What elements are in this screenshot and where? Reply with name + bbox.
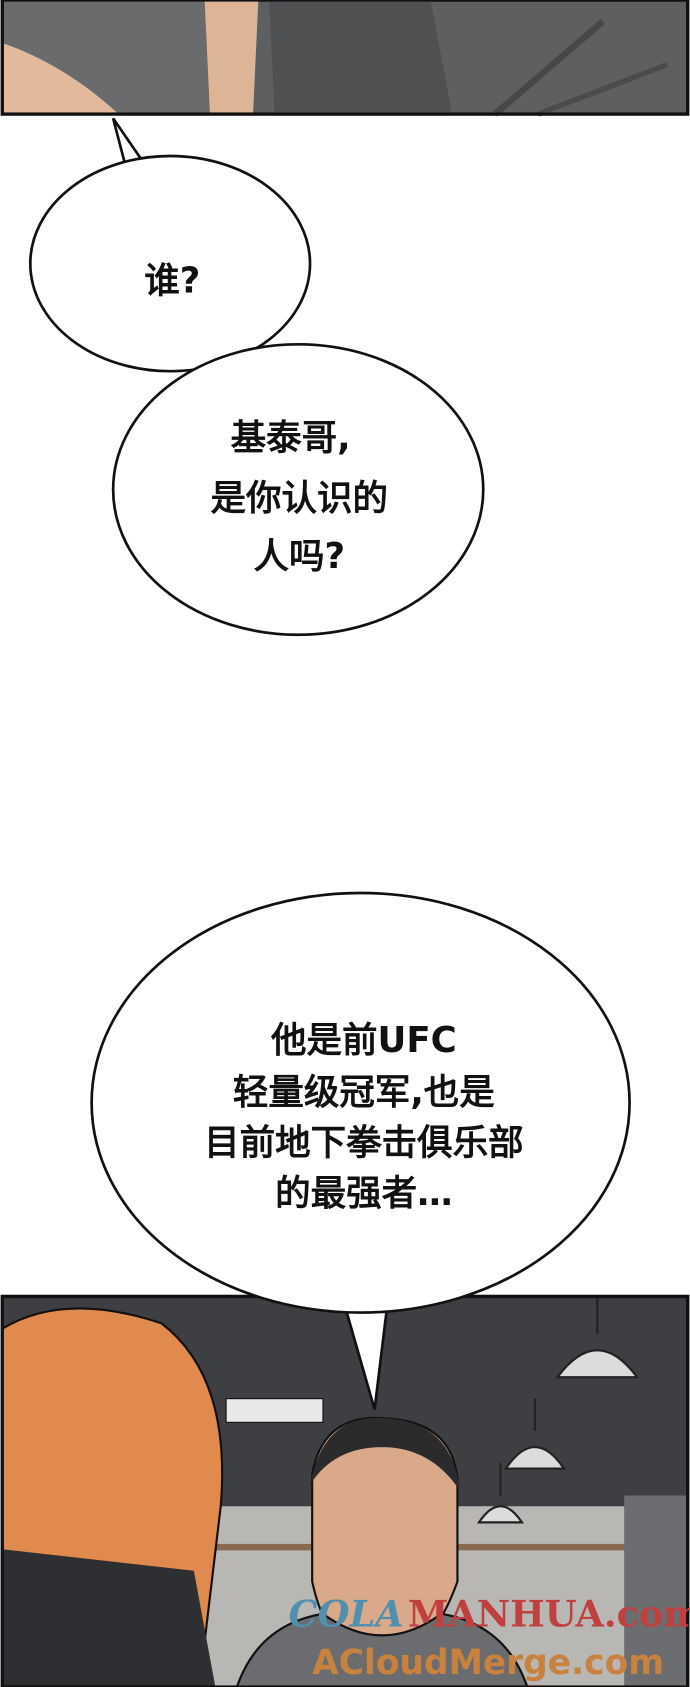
- watermark-acloudmerge: ACloudMerge.com: [312, 1643, 664, 1683]
- bubble-2-line-3: 人吗?: [253, 536, 345, 577]
- speech-bubble-3: 他是前UFC 轻量级冠军,也是 目前地下拳击俱乐部 的最强者…: [90, 891, 631, 1410]
- bubble-2-line-1: 基泰哥,: [231, 418, 351, 459]
- speech-bubble-2: 基泰哥, 是你认识的 人吗?: [111, 342, 485, 637]
- ceiling-lamps: [476, 1296, 640, 1524]
- top-panel: [0, 0, 690, 117]
- speech-bubble-1: 谁?: [28, 117, 312, 373]
- watermark-manhua: MANHUA.com: [408, 1593, 690, 1636]
- watermark: COLA MANHUA.com ACloudMerge.com: [289, 1593, 690, 1683]
- bubble-3-line-3: 目前地下拳击俱乐部: [204, 1122, 524, 1163]
- bubble-3-line-1: 他是前UFC: [270, 1020, 457, 1061]
- bubble-3-line-2: 轻量级冠军,也是: [233, 1072, 495, 1113]
- bottom-panel: [0, 1294, 690, 1687]
- watermark-cola: COLA: [289, 1593, 404, 1636]
- bubble-1-text: 谁?: [144, 261, 200, 302]
- bubble-3-line-4: 的最强者…: [275, 1173, 453, 1214]
- bubble-2-line-2: 是你认识的: [211, 478, 389, 519]
